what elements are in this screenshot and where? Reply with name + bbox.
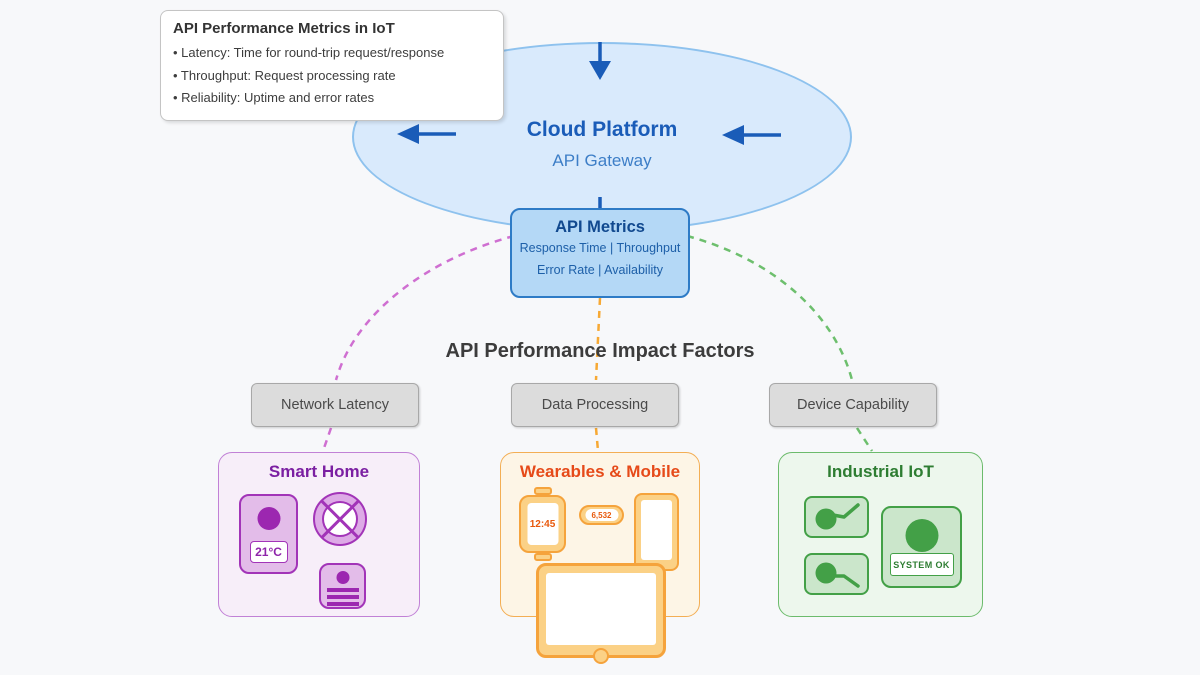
band-screen: 6,532 bbox=[585, 509, 618, 521]
watch-screen: 12:45 bbox=[527, 503, 558, 545]
watch-strap-bottom bbox=[533, 553, 552, 561]
fan-icon bbox=[313, 492, 367, 546]
wearables-mobile-card: Wearables & Mobile 12:45 6,532 bbox=[500, 452, 700, 664]
legend-bullet-throughput: • Throughput: Request processing rate bbox=[173, 67, 396, 83]
factor-label: Network Latency bbox=[281, 397, 389, 413]
api-metrics-line1: Response Time | Throughput bbox=[519, 241, 681, 255]
valve-lever-up bbox=[815, 503, 860, 530]
legend-title: API Performance Metrics in IoT bbox=[173, 20, 395, 37]
industrial-iot-card: Industrial IoT SYSTEM OK bbox=[778, 452, 983, 617]
panel-status-display: SYSTEM OK bbox=[889, 553, 954, 576]
factor-device-capability: Device Capability bbox=[769, 383, 937, 427]
valve-icon-closed bbox=[804, 553, 869, 595]
connector-network-latency-to-smart-home bbox=[321, 427, 333, 452]
phone-screen bbox=[641, 500, 672, 560]
thermostat-sensor-dot bbox=[257, 507, 280, 530]
api-metrics-node: API Metrics Response Time | Throughput E… bbox=[510, 208, 690, 298]
section-title: API Performance Impact Factors bbox=[445, 340, 755, 362]
panel-status-light bbox=[905, 519, 938, 552]
api-metrics-line2: Error Rate | Availability bbox=[537, 263, 663, 277]
cloud-platform-title: Cloud Platform bbox=[526, 117, 678, 141]
fitness-band-icon: 6,532 bbox=[579, 505, 624, 525]
thermostat-display: 21°C bbox=[249, 541, 288, 563]
tablet-home-button bbox=[593, 648, 609, 664]
valve-lever-down bbox=[815, 562, 860, 588]
speaker-light bbox=[336, 571, 349, 584]
watch-body: 12:45 bbox=[519, 495, 566, 553]
industrial-title: Industrial IoT bbox=[827, 462, 934, 481]
tablet-icon bbox=[536, 563, 666, 664]
speaker-grille bbox=[326, 588, 359, 592]
tablet-screen bbox=[546, 573, 656, 645]
wearables-title: Wearables & Mobile bbox=[519, 462, 681, 481]
legend-bullet-latency: • Latency: Time for round-trip request/r… bbox=[173, 45, 445, 60]
connector-device-capability-to-industrial bbox=[855, 427, 874, 452]
smart-speaker-icon bbox=[319, 563, 366, 609]
valve-icon-open bbox=[804, 496, 869, 538]
speaker-grille bbox=[326, 602, 359, 606]
factor-data-processing: Data Processing bbox=[511, 383, 679, 427]
control-panel-icon: SYSTEM OK bbox=[881, 506, 962, 588]
smart-home-title: Smart Home bbox=[268, 462, 370, 481]
thermostat-icon: 21°C bbox=[239, 494, 298, 574]
smart-home-card: Smart Home 21°C bbox=[218, 452, 420, 617]
legend-bullet-reliability: • Reliability: Uptime and error rates bbox=[173, 90, 375, 105]
smartphone-icon bbox=[634, 493, 679, 571]
factor-label: Device Capability bbox=[796, 397, 910, 413]
connector-metrics-to-data-processing bbox=[594, 297, 602, 381]
factor-network-latency: Network Latency bbox=[251, 383, 419, 427]
connector-data-processing-to-wearables bbox=[594, 427, 600, 452]
api-metrics-title: API Metrics bbox=[555, 218, 645, 236]
watch-strap-top bbox=[533, 487, 552, 495]
factor-label: Data Processing bbox=[541, 397, 649, 413]
api-gateway-label: API Gateway bbox=[552, 150, 652, 170]
smartwatch-icon: 12:45 bbox=[519, 487, 566, 561]
speaker-grille bbox=[326, 595, 359, 599]
metrics-legend-box: API Performance Metrics in IoT • Latency… bbox=[160, 10, 504, 121]
